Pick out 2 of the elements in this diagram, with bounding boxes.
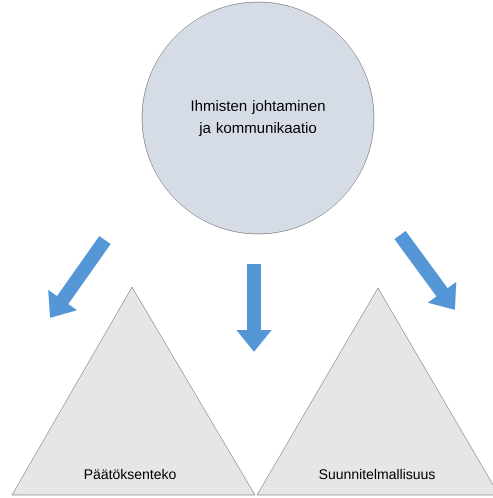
triangle: Suunnitelmallisuus (256, 288, 493, 496)
triangle: Päätöksenteko (12, 286, 256, 496)
